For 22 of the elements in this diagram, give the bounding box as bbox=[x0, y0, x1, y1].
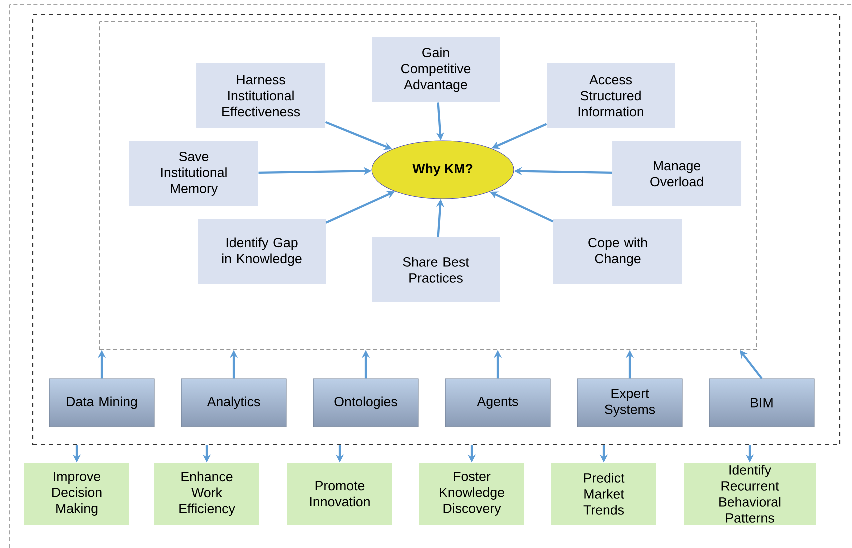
reason-box: Share Best Practices bbox=[372, 238, 500, 302]
tool-box: Ontologies bbox=[313, 378, 419, 428]
tool-box: Agents bbox=[445, 378, 551, 428]
reason-box: Access Structured Information bbox=[547, 64, 676, 128]
reason-box: Gain Competitive Advantage bbox=[372, 38, 500, 102]
benefit-box: Promote Innovation bbox=[288, 463, 392, 525]
dashed-frame bbox=[32, 14, 841, 446]
dashed-frame bbox=[100, 22, 758, 350]
reason-box: Manage Overload bbox=[612, 142, 742, 206]
tool-box: Expert Systems bbox=[577, 378, 683, 428]
benefit-box: Predict Market Trends bbox=[552, 463, 656, 525]
benefit-box: Improve Decision Making bbox=[24, 463, 130, 525]
reason-box: Identify Gap in Knowledge bbox=[198, 220, 326, 284]
benefit-box: Foster Knowledge Discovery bbox=[420, 463, 524, 525]
tool-box: Analytics bbox=[181, 378, 287, 428]
reason-box: Cope with Change bbox=[554, 220, 682, 284]
tool-box: BIM bbox=[709, 378, 815, 428]
benefit-box: Enhance Work Efficiency bbox=[154, 463, 260, 525]
reason-box: Save Institutional Memory bbox=[130, 142, 258, 206]
benefit-box: Identify Recurrent Behavioral Patterns bbox=[684, 463, 816, 525]
reason-box: Harness Institutional Effectiveness bbox=[196, 64, 326, 128]
tool-box: Data Mining bbox=[49, 378, 155, 428]
